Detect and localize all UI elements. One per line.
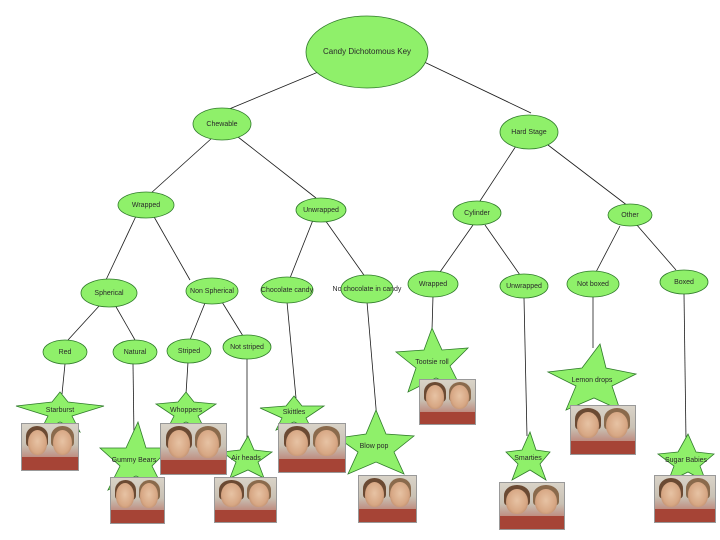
node-other: Other <box>608 204 652 226</box>
node-not-striped: Not striped <box>223 335 271 359</box>
star-tootsie-roll-label: Tootsie roll <box>415 359 449 366</box>
photo-blow-pop <box>358 475 417 523</box>
node-hard-stage: Hard Stage <box>500 115 558 149</box>
node-not-boxed-label: Not boxed <box>577 281 609 288</box>
edge-red-starburst <box>62 364 65 394</box>
node-non-spherical: Non Spherical <box>186 278 238 304</box>
node-not-striped-label: Not striped <box>230 344 264 351</box>
photo-starburst <box>21 423 79 471</box>
node-wrapped-label: Wrapped <box>132 202 160 209</box>
node-unwrapped: Unwrapped <box>296 198 346 222</box>
star-lemon-drops-label: Lemon drops <box>572 377 613 384</box>
edge-unwrapped-nochoc <box>325 220 366 278</box>
star-smarties: Smarties <box>506 432 550 480</box>
edge-other-notboxed <box>596 226 620 272</box>
star-whoppers-label: Whoppers <box>170 407 202 414</box>
photo-air-heads <box>214 477 277 523</box>
star-air-heads: Air heads <box>222 436 272 478</box>
star-skittles-label: Skittles <box>283 409 306 416</box>
edge-wrapped-spherical <box>105 214 137 282</box>
star-gummy-bears-label: Gummy Bears <box>112 457 157 464</box>
node-chocolate-candy-label: Chocolate candy <box>261 287 314 294</box>
node-other-label: Other <box>621 212 639 219</box>
node-natural: Natural <box>113 340 157 364</box>
edge-root-chewable <box>222 70 323 112</box>
node-cylinder-label: Cylinder <box>464 210 490 217</box>
edge-spherical-red <box>68 305 100 340</box>
node-chewable-label: Chewable <box>206 121 237 128</box>
photo-sugar-babies <box>654 475 716 523</box>
edge-chewable-wrapped <box>150 138 212 194</box>
edge-wrapped-nonspherical <box>153 215 190 280</box>
node-unwrapped-label: Unwrapped <box>303 207 339 214</box>
photo-smarties <box>499 482 565 530</box>
star-air-heads-label: Air heads <box>231 455 261 462</box>
photo-skittles <box>278 423 346 473</box>
node-boxed: Boxed <box>660 270 708 294</box>
node-boxed-label: Boxed <box>674 279 694 286</box>
edge-nonspherical-striped <box>190 303 205 340</box>
edge-unwrapped2-smarties <box>524 298 527 436</box>
node-chocolate-candy: Chocolate candy <box>261 277 314 303</box>
node-unwrapped2-label: Unwrapped <box>506 283 542 290</box>
star-sugar-babies-label: Sugar Babies <box>665 457 708 464</box>
edge-natural-gummy <box>133 364 134 436</box>
node-root: Candy Dichotomous Key <box>306 16 428 88</box>
node-striped: Striped <box>167 339 211 363</box>
node-spherical-label: Spherical <box>94 290 124 297</box>
edge-wrapped2-tootsie <box>432 296 433 330</box>
node-red-label: Red <box>59 349 72 356</box>
edge-spherical-natural <box>115 305 135 340</box>
node-chewable: Chewable <box>193 108 251 140</box>
node-wrapped2-label: Wrapped <box>419 281 447 288</box>
star-blow-pop-label: Blow pop <box>360 443 389 450</box>
edge-striped-whoppers <box>186 362 188 394</box>
node-not-boxed: Not boxed <box>567 271 619 297</box>
ellipse-nodes: Candy Dichotomous Key Chewable Hard Stag… <box>43 16 708 364</box>
node-no-chocolate-candy: No chocolate in candy <box>333 275 402 303</box>
edge-hard-cylinder <box>478 146 516 204</box>
node-wrapped: Wrapped <box>118 192 174 218</box>
edge-chewable-unwrapped <box>238 137 316 198</box>
photo-lemon-drops <box>570 405 636 455</box>
node-striped-label: Striped <box>178 348 200 355</box>
edge-cylinder-unwrapped <box>485 225 520 275</box>
edge-hard-other <box>548 145 628 206</box>
photo-tootsie-roll <box>419 379 476 425</box>
star-blow-pop: Blow pop <box>338 410 414 474</box>
photo-whoppers <box>160 423 227 475</box>
edge-other-boxed <box>636 224 676 270</box>
star-starburst-label: Starburst <box>46 407 74 414</box>
node-wrapped2: Wrapped <box>408 271 458 297</box>
node-natural-label: Natural <box>124 349 147 356</box>
node-spherical: Spherical <box>81 279 137 307</box>
edge-nochoc-blowpop <box>367 302 377 420</box>
node-no-chocolate-candy-label: No chocolate in candy <box>333 286 402 293</box>
star-smarties-label: Smarties <box>514 455 542 462</box>
node-hard-stage-label: Hard Stage <box>511 129 547 136</box>
edge-nonspherical-notstriped <box>222 302 243 336</box>
edge-boxed-sugar <box>684 294 686 440</box>
node-non-spherical-label: Non Spherical <box>190 288 234 295</box>
node-red: Red <box>43 340 87 364</box>
node-root-label: Candy Dichotomous Key <box>323 47 411 56</box>
node-cylinder: Cylinder <box>453 201 501 225</box>
node-unwrapped2: Unwrapped <box>500 274 548 298</box>
photo-gummy-bears <box>110 477 165 524</box>
edge-choc-skittles <box>287 302 296 398</box>
edge-unwrapped-choc <box>290 220 313 278</box>
star-lemon-drops: Lemon drops <box>548 344 636 410</box>
edge-root-hard <box>420 60 531 113</box>
edge-cylinder-wrapped <box>440 225 473 272</box>
